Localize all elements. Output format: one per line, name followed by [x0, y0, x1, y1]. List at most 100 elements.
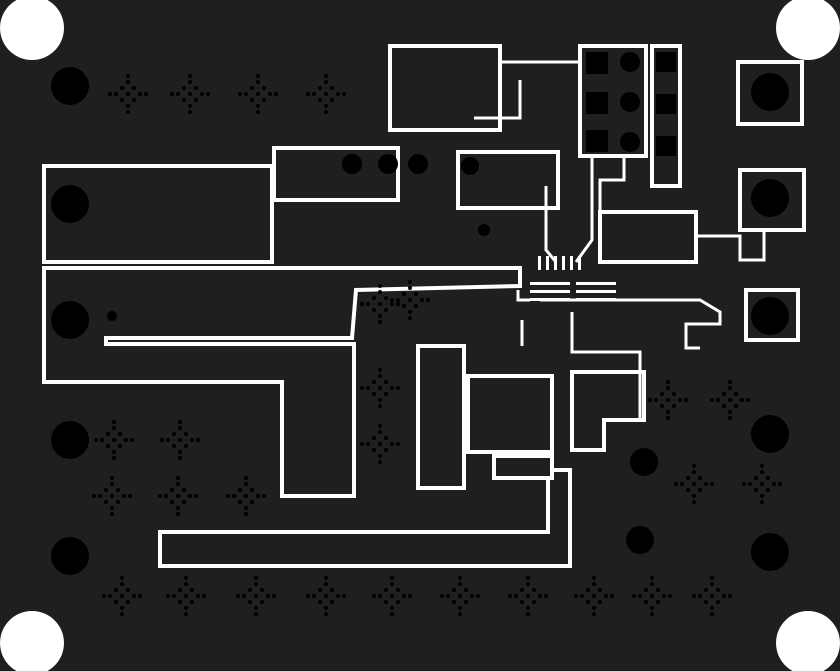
- via: [378, 442, 382, 446]
- via: [632, 594, 636, 598]
- via: [254, 606, 258, 610]
- via: [248, 600, 252, 604]
- via: [256, 80, 260, 84]
- via: [650, 606, 654, 610]
- via: [378, 368, 382, 372]
- ic-pin: [576, 298, 616, 301]
- via: [396, 298, 400, 302]
- via: [710, 606, 714, 610]
- via: [532, 600, 536, 604]
- via: [728, 410, 732, 414]
- via: [190, 600, 194, 604]
- via: [666, 398, 670, 402]
- via: [178, 438, 182, 442]
- via: [716, 398, 720, 402]
- copper-island-right-top: [598, 210, 698, 264]
- via: [110, 494, 114, 498]
- through-hole: [51, 301, 89, 339]
- via: [244, 494, 248, 498]
- through-hole: [751, 533, 789, 571]
- via: [242, 594, 246, 598]
- via: [318, 98, 322, 102]
- via: [184, 432, 188, 436]
- via: [544, 594, 548, 598]
- via: [256, 110, 260, 114]
- via: [372, 296, 376, 300]
- via: [650, 582, 654, 586]
- ic-pin: [578, 256, 581, 270]
- via: [188, 104, 192, 108]
- via: [116, 500, 120, 504]
- via: [118, 432, 122, 436]
- ic-pins: [530, 256, 616, 301]
- header-pin: [620, 92, 640, 112]
- via: [238, 500, 242, 504]
- via: [476, 594, 480, 598]
- via: [336, 594, 340, 598]
- through-hole: [751, 415, 789, 453]
- via: [672, 404, 676, 408]
- via: [120, 594, 124, 598]
- via: [110, 512, 114, 516]
- via: [112, 450, 116, 454]
- through-hole: [751, 73, 789, 111]
- via: [666, 410, 670, 414]
- via: [748, 482, 752, 486]
- through-hole: [751, 179, 789, 217]
- trace-left-short: [516, 290, 530, 302]
- via: [644, 588, 648, 592]
- via: [318, 588, 322, 592]
- via: [384, 588, 388, 592]
- via: [128, 494, 132, 498]
- via: [190, 438, 194, 442]
- via: [686, 488, 690, 492]
- via: [366, 442, 370, 446]
- via: [396, 442, 400, 446]
- via: [256, 92, 260, 96]
- copper-island-component-row: [272, 146, 400, 202]
- via: [704, 588, 708, 592]
- via: [384, 436, 388, 440]
- via: [574, 594, 578, 598]
- via: [668, 594, 672, 598]
- via: [390, 298, 394, 302]
- via: [378, 374, 382, 378]
- via: [244, 482, 248, 486]
- via: [698, 594, 702, 598]
- via: [722, 404, 726, 408]
- via: [660, 392, 664, 396]
- via: [580, 594, 584, 598]
- ic-pin: [530, 282, 570, 285]
- via: [692, 470, 696, 474]
- via: [318, 86, 322, 90]
- via: [110, 506, 114, 510]
- via: [684, 398, 688, 402]
- via: [734, 404, 738, 408]
- via: [126, 74, 130, 78]
- via: [372, 380, 376, 384]
- via: [144, 92, 148, 96]
- via: [196, 438, 200, 442]
- via: [666, 386, 670, 390]
- via: [408, 594, 412, 598]
- via: [586, 588, 590, 592]
- via: [740, 398, 744, 402]
- via: [330, 600, 334, 604]
- via: [92, 494, 96, 498]
- via: [378, 386, 382, 390]
- via: [532, 588, 536, 592]
- via: [672, 392, 676, 396]
- via: [158, 494, 162, 498]
- via: [378, 404, 382, 408]
- via: [666, 416, 670, 420]
- via: [360, 442, 364, 446]
- via: [728, 416, 732, 420]
- header-pin: [620, 52, 640, 72]
- via: [526, 582, 530, 586]
- header-pin: [620, 132, 640, 152]
- via: [420, 298, 424, 302]
- through-hole: [478, 224, 490, 236]
- header-pin-square: [586, 92, 608, 114]
- via: [244, 476, 248, 480]
- via: [452, 600, 456, 604]
